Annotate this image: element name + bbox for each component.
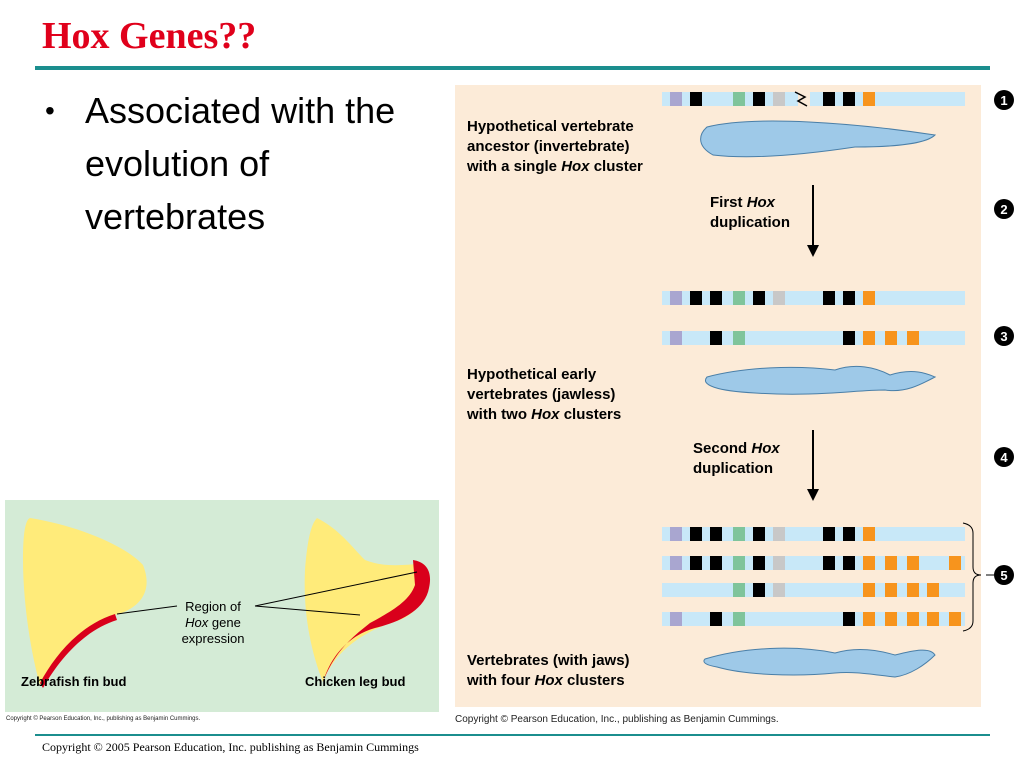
ancestor-cluster — [662, 91, 965, 107]
hox-duplication-figure: Hypothetical vertebrate ancestor (invert… — [455, 85, 982, 707]
slide-title: Hox Genes?? — [42, 15, 257, 57]
title-divider — [35, 66, 990, 70]
ancestor-label-3: with a single Hox cluster — [466, 158, 643, 175]
two-clusters — [662, 291, 965, 345]
footer-divider — [35, 734, 990, 736]
step-5-icon — [994, 565, 1014, 585]
chicken-expression-region — [323, 560, 431, 682]
early-label-1: Hypothetical early — [467, 366, 597, 383]
step-4-label: 4 — [1000, 450, 1008, 465]
region-label-3: expression — [182, 631, 245, 646]
jaws-label-1: Vertebrates (with jaws) — [467, 652, 630, 669]
ancestor-label-2: ancestor (invertebrate) — [467, 138, 630, 155]
jawless-fish — [705, 365, 937, 395]
early-label-3: with two Hox clusters — [466, 406, 621, 423]
hox-diagram: Hypothetical vertebrate ancestor (invert… — [466, 91, 982, 689]
jawed-fish — [703, 647, 936, 678]
second-dup-label-2: duplication — [693, 460, 773, 477]
chicken-label: Chicken leg bud — [305, 674, 405, 689]
second-dup-label-1: Second Hox — [693, 440, 780, 457]
bullet-item: Associated with the evolution of vertebr… — [85, 90, 396, 237]
limb-bud-illustration: Region of Hox gene expression Zebrafish … — [21, 518, 431, 689]
step-1-icon — [994, 90, 1014, 110]
step-5-label: 5 — [1000, 568, 1007, 583]
step-3-label: 3 — [1000, 329, 1007, 344]
ancestor-fish — [700, 120, 937, 158]
zebrafish-expression-region — [40, 614, 117, 688]
step-3-icon — [994, 326, 1014, 346]
slide-footer: Copyright © 2005 Pearson Education, Inc.… — [42, 740, 419, 754]
early-label-2: vertebrates (jawless) — [467, 386, 615, 403]
bullet-icon: • — [45, 95, 55, 126]
ancestor-label-1: Hypothetical vertebrate — [467, 118, 634, 135]
step-markers: 1 2 3 4 5 — [986, 90, 1014, 585]
step-2-icon — [994, 199, 1014, 219]
limb-bud-figure: Region of Hox gene expression Zebrafish … — [5, 500, 439, 712]
four-clusters — [662, 522, 982, 632]
fin-figure-copyright: Copyright © Pearson Education, Inc., pub… — [6, 716, 201, 722]
step-2-label: 2 — [1000, 202, 1007, 217]
jaws-label-2: with four Hox clusters — [466, 672, 625, 689]
first-dup-label-2: duplication — [710, 214, 790, 231]
region-label-1: Region of — [185, 599, 241, 614]
zebrafish-label: Zebrafish fin bud — [21, 674, 127, 689]
step-1-label: 1 — [1000, 93, 1007, 108]
step-4-icon — [994, 447, 1014, 467]
chicken-bud-shape — [304, 518, 427, 682]
first-dup-label-1: First Hox — [710, 194, 776, 211]
region-label-2: Hox gene — [185, 615, 241, 630]
hox-figure-copyright: Copyright © Pearson Education, Inc., pub… — [455, 714, 779, 725]
zebrafish-bud-shape — [23, 518, 147, 685]
